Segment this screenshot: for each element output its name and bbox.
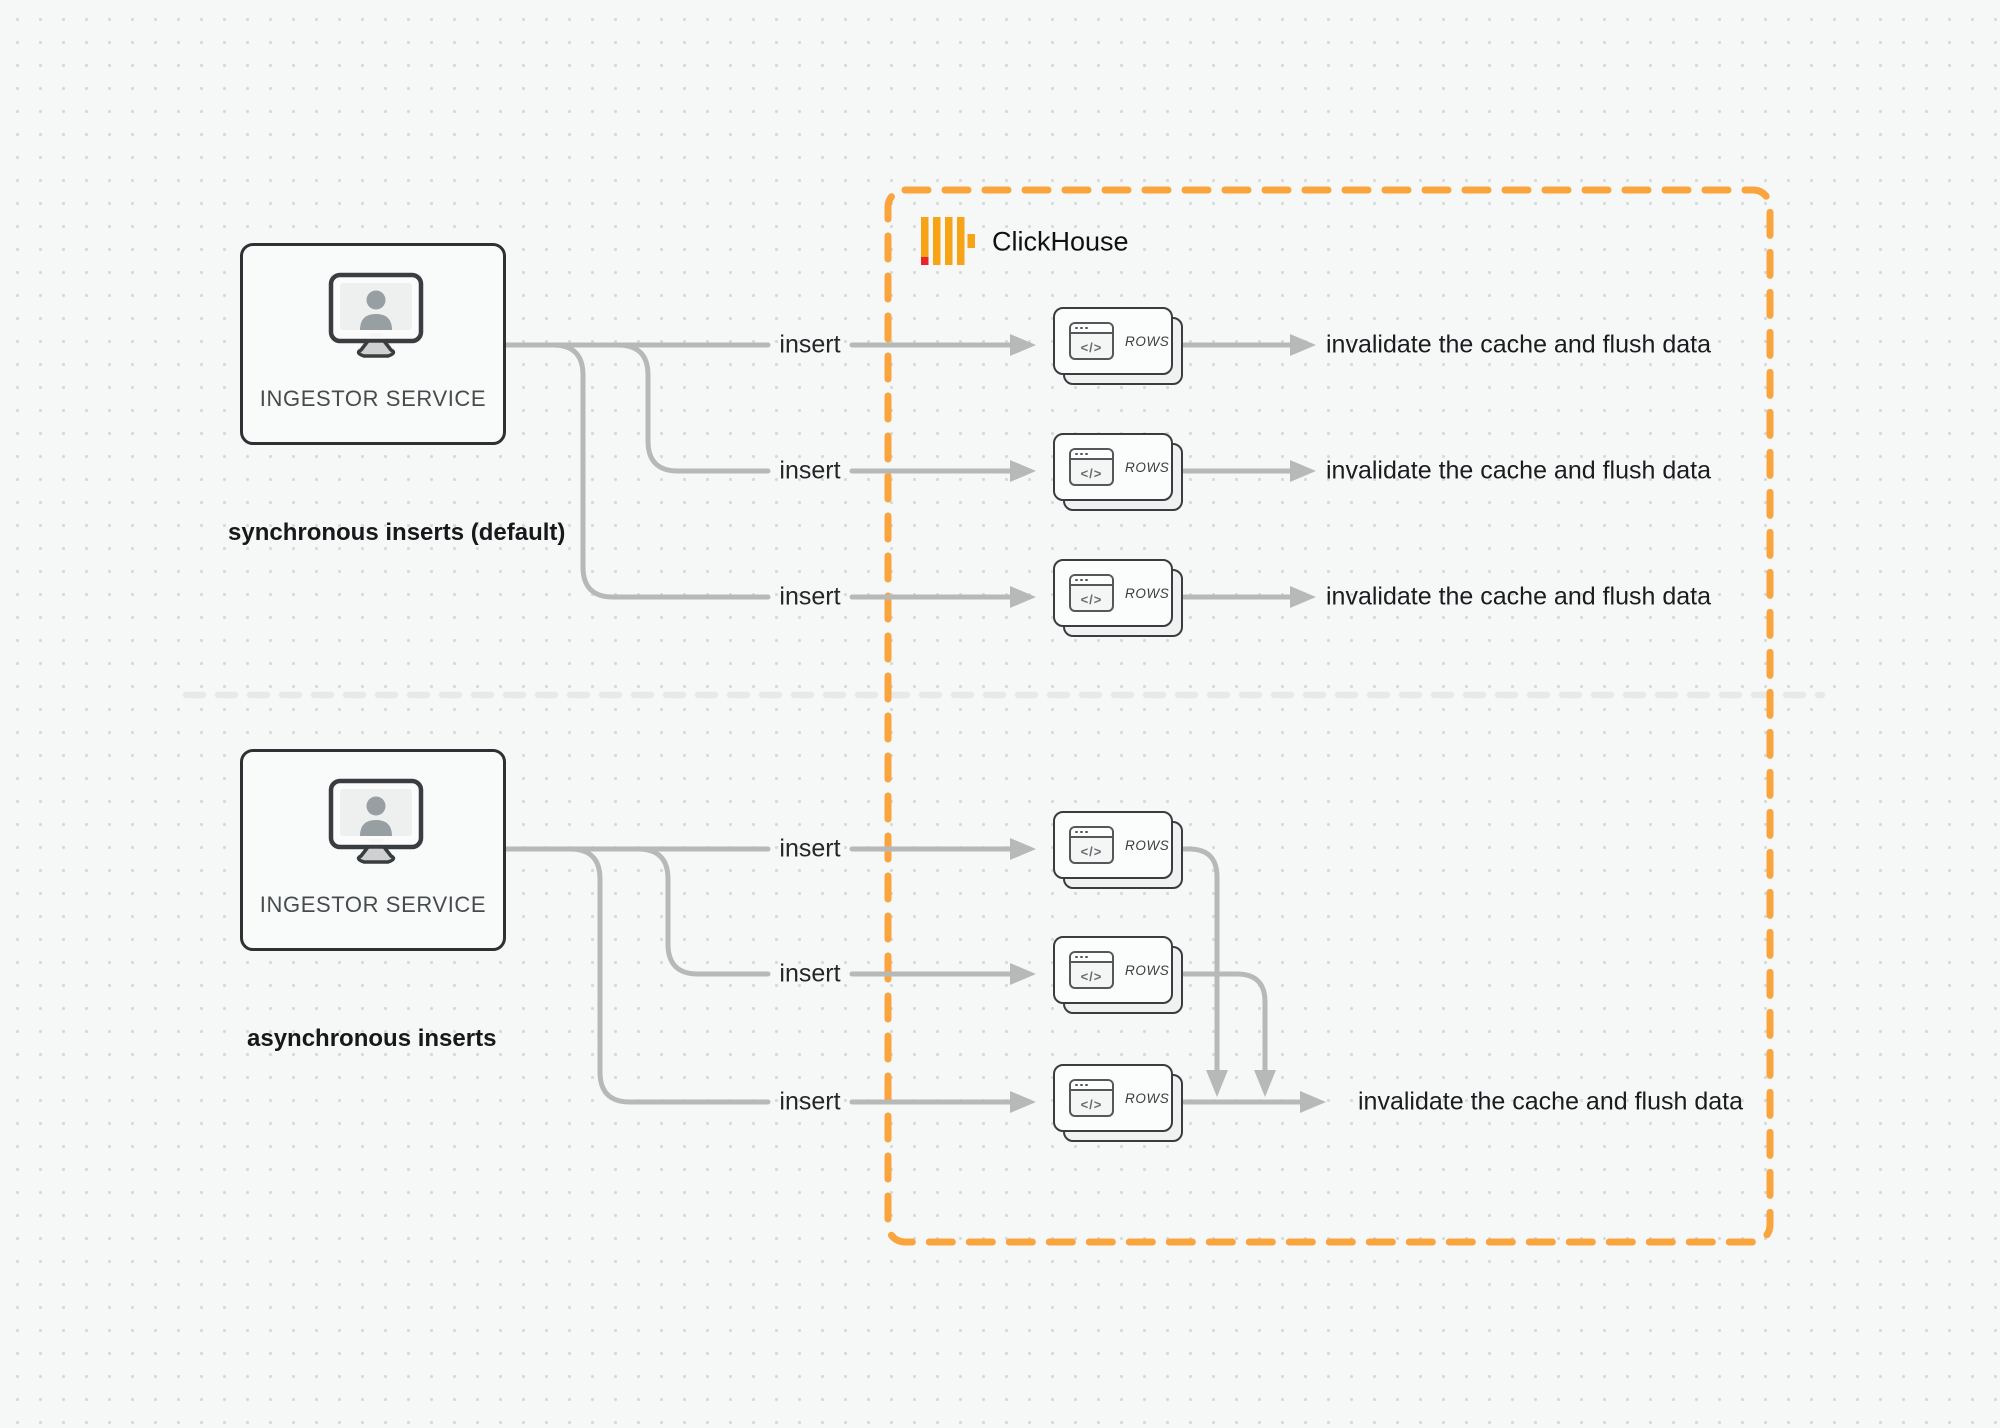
arrowheads [1010,334,1326,1113]
arrowhead [1010,460,1036,482]
card-front-layer: </> ROWS [1053,307,1173,375]
insert-label: insert [779,959,841,988]
sync-wire-row3 [550,342,771,600]
card-front-layer: </> ROWS [1053,936,1173,1004]
arrowhead [1010,963,1036,985]
code-window-icon: </> [1069,448,1114,486]
window-dot [1085,578,1088,582]
window-dot [1080,578,1083,582]
window-dot [1080,326,1083,330]
monitor-user-icon [328,272,424,371]
async-merge-wire-1 [1181,846,1220,1073]
rows-table-card: </> ROWS [1053,433,1183,511]
async-wire-row3 [567,846,771,1105]
card-front-layer: </> ROWS [1053,811,1173,879]
rows-card-label: ROWS [1125,459,1170,475]
code-glyph: </> [1080,465,1103,481]
window-dot [1075,452,1078,456]
window-dot [1080,452,1083,456]
window-dot [1075,955,1078,959]
insert-label: insert [779,1087,841,1116]
insert-label: insert [779,582,841,611]
wires [503,342,1303,1105]
ingestor-service-label: INGESTOR SERVICE [259,892,487,917]
window-dot [1080,955,1083,959]
insert-label: insert [779,834,841,863]
clickhouse-boundary [884,186,1774,1246]
arrowhead [1300,1091,1326,1113]
window-dot [1080,1083,1083,1087]
rows-card-label: ROWS [1125,962,1170,978]
code-glyph: </> [1080,339,1103,355]
monitor-user-icon [328,778,424,877]
rows-table-card: </> ROWS [1053,811,1183,889]
async-wire-row2 [635,846,771,977]
window-dot [1085,955,1088,959]
card-front-layer: </> ROWS [1053,433,1173,501]
window-dot [1085,1083,1088,1087]
rows-card-label: ROWS [1125,837,1170,853]
window-titlebar [1071,953,1112,963]
result-label: invalidate the cache and flush data [1326,456,1711,485]
async-section-caption: asynchronous inserts [247,1025,497,1052]
window-dot [1085,326,1088,330]
arrowhead [1290,586,1316,608]
card-front-layer: </> ROWS [1053,1064,1173,1132]
window-dot [1075,578,1078,582]
code-window-icon: </> [1069,1079,1114,1117]
code-glyph: </> [1080,1096,1103,1112]
code-glyph: </> [1080,591,1103,607]
arrowhead [1290,334,1316,356]
rows-card-label: ROWS [1125,1090,1170,1106]
rows-card-label: ROWS [1125,333,1170,349]
ingestor-service-label: INGESTOR SERVICE [259,386,487,411]
sync-wire-row2 [615,342,771,474]
result-label: invalidate the cache and flush data [1358,1087,1743,1116]
arrowhead [1010,334,1036,356]
arrowhead [1290,460,1316,482]
clickhouse-logo-icon [921,217,977,270]
arrowhead-down [1254,1070,1276,1097]
code-window-icon: </> [1069,951,1114,989]
code-window-icon: </> [1069,826,1114,864]
rows-table-card: </> ROWS [1053,1064,1183,1142]
window-dot [1075,830,1078,834]
async-merge-wire-2 [1181,971,1268,1073]
ingestor-service-node-async: INGESTOR SERVICE [240,749,506,951]
rows-card-label: ROWS [1125,585,1170,601]
window-dot [1085,452,1088,456]
arrowhead [1010,838,1036,860]
arrowhead [1010,1091,1036,1113]
code-window-icon: </> [1069,322,1114,360]
window-dot [1080,830,1083,834]
code-window-icon: </> [1069,574,1114,612]
window-titlebar [1071,1081,1112,1091]
ingestor-service-node-sync: INGESTOR SERVICE [240,243,506,445]
result-label: invalidate the cache and flush data [1326,582,1711,611]
window-titlebar [1071,576,1112,586]
window-dot [1075,326,1078,330]
insert-label: insert [779,456,841,485]
rows-table-card: </> ROWS [1053,936,1183,1014]
rows-table-card: </> ROWS [1053,559,1183,637]
window-dot [1075,1083,1078,1087]
window-titlebar [1071,324,1112,334]
window-titlebar [1071,450,1112,460]
window-titlebar [1071,828,1112,838]
clickhouse-label: ClickHouse [992,226,1129,257]
sync-section-caption: synchronous inserts (default) [228,519,566,546]
card-front-layer: </> ROWS [1053,559,1173,627]
arrowhead-down [1206,1070,1228,1097]
code-glyph: </> [1080,968,1103,984]
rows-table-card: </> ROWS [1053,307,1183,385]
insert-label: insert [779,330,841,359]
window-dot [1085,830,1088,834]
result-label: invalidate the cache and flush data [1326,330,1711,359]
code-glyph: </> [1080,843,1103,859]
arrowhead [1010,586,1036,608]
